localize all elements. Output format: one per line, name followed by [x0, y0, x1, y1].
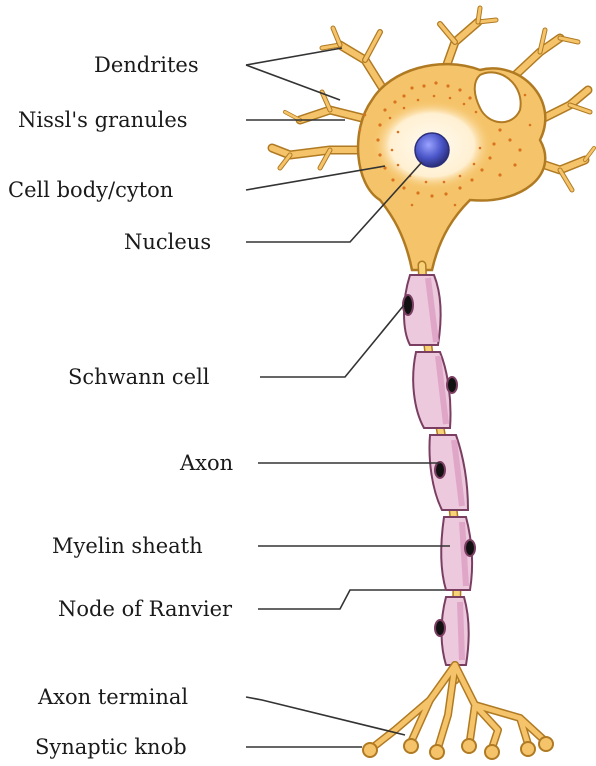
leader-dendrites-b [246, 65, 340, 100]
schwann-cell-segment [441, 517, 475, 590]
schwann-cell-segment [430, 435, 469, 510]
schwann-cell-segment [403, 275, 441, 345]
label-dendrites: Dendrites [94, 55, 199, 76]
label-node-of-ranvier: Node of Ranvier [58, 599, 232, 620]
leader-axon-terminal [246, 697, 405, 735]
label-schwann-cell: Schwann cell [68, 367, 210, 388]
schwann-cell-segment [435, 597, 469, 665]
label-nissl-granules: Nissl's granules [18, 110, 188, 131]
label-cell-body: Cell body/cyton [8, 180, 173, 201]
leader-ranvier [258, 590, 445, 609]
label-axon: Axon [180, 453, 233, 474]
axon-terminal-shape [372, 665, 544, 748]
label-synaptic-knob: Synaptic knob [35, 737, 187, 758]
label-myelin-sheath: Myelin sheath [52, 536, 203, 557]
label-nucleus: Nucleus [124, 232, 211, 253]
myelin-sheath-shape [403, 275, 475, 665]
nucleus-shape [415, 133, 449, 167]
leader-dendrites-a [246, 48, 342, 65]
schwann-cell-segment [413, 352, 457, 428]
label-axon-terminal: Axon terminal [38, 687, 188, 708]
leader-schwann [260, 305, 404, 377]
